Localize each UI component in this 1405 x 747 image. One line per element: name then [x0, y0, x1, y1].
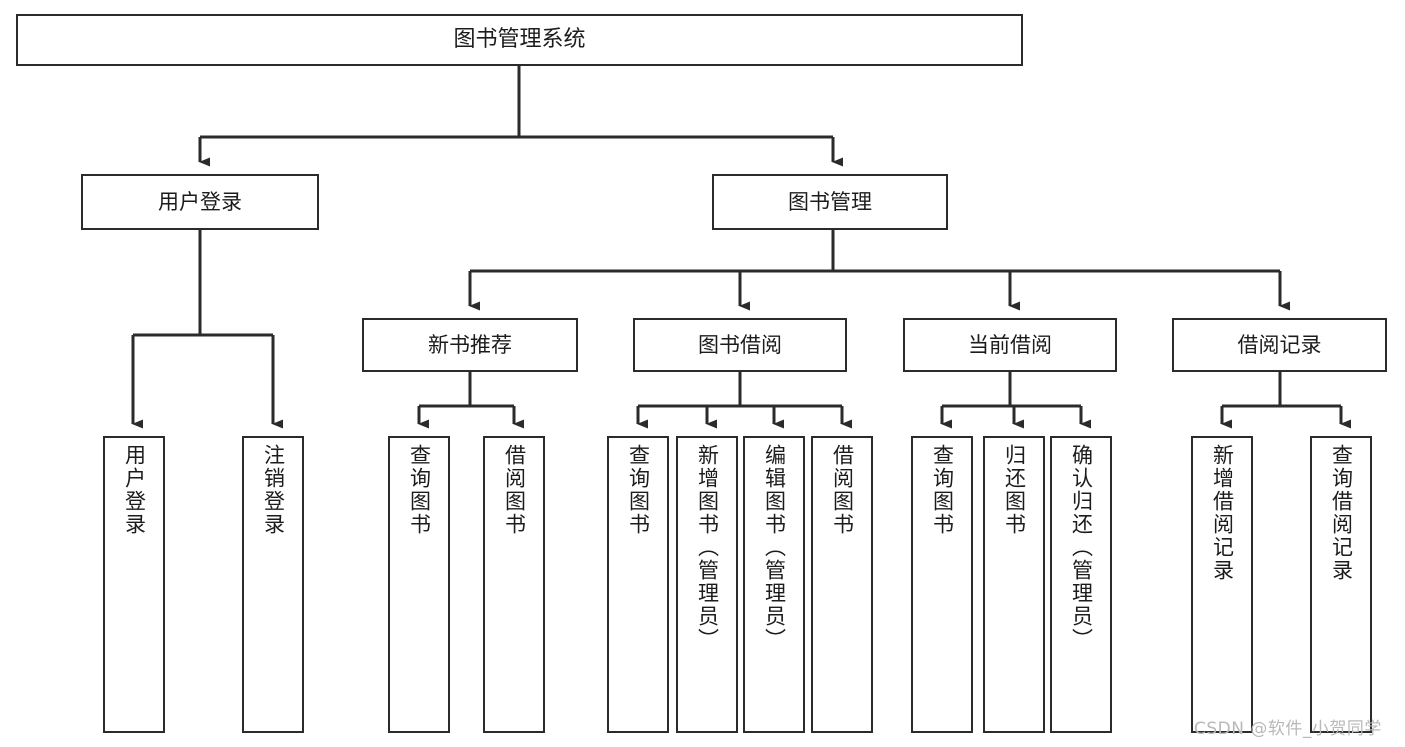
node-book-manage[interactable]: 图书管理 [712, 174, 948, 230]
node-leaf-query-book-1[interactable]: 查询图书 [388, 436, 450, 733]
csdn-watermark: CSDN @软件_小贺同学 [1194, 719, 1382, 739]
node-label: 图书管理 [788, 189, 872, 214]
node-leaf-logout[interactable]: 注销登录 [242, 436, 304, 733]
node-borrow-record[interactable]: 借阅记录 [1172, 318, 1387, 372]
node-label: 借阅图书 [502, 444, 527, 536]
node-label: 当前借阅 [968, 332, 1052, 357]
node-label: 归还图书 [1002, 444, 1027, 536]
node-label: 借阅图书 [830, 444, 855, 536]
node-label: 查询图书 [407, 444, 432, 536]
node-user-login[interactable]: 用户登录 [81, 174, 319, 230]
node-leaf-add-book-admin[interactable]: 新增图书（管理员） [676, 436, 738, 733]
node-new-book-recommend[interactable]: 新书推荐 [362, 318, 578, 372]
node-label: 查询图书 [930, 444, 955, 536]
node-label: 确认归还（管理员） [1069, 444, 1094, 651]
node-label: 图书管理系统 [453, 27, 586, 53]
node-leaf-query-book-2[interactable]: 查询图书 [607, 436, 669, 733]
node-leaf-return-book[interactable]: 归还图书 [983, 436, 1045, 733]
node-label: 用户登录 [158, 189, 242, 214]
node-root-system[interactable]: 图书管理系统 [16, 14, 1023, 66]
node-label: 新增图书（管理员） [695, 444, 720, 651]
node-label: 借阅记录 [1237, 332, 1322, 357]
node-leaf-borrow-book-2[interactable]: 借阅图书 [811, 436, 873, 733]
node-label: 编辑图书（管理员） [762, 444, 787, 651]
node-label: 查询图书 [626, 444, 651, 536]
node-label: 新增借阅记录 [1210, 444, 1235, 582]
node-current-borrow[interactable]: 当前借阅 [903, 318, 1117, 372]
node-leaf-edit-book-admin[interactable]: 编辑图书（管理员） [743, 436, 805, 733]
node-leaf-query-book-3[interactable]: 查询图书 [911, 436, 973, 733]
node-label: 图书借阅 [698, 332, 782, 357]
node-label: 新书推荐 [428, 332, 512, 357]
node-label: 注销登录 [261, 444, 286, 536]
node-leaf-query-record[interactable]: 查询借阅记录 [1310, 436, 1372, 733]
node-label: 用户登录 [122, 444, 147, 536]
node-label: 查询借阅记录 [1329, 444, 1354, 582]
node-leaf-add-record[interactable]: 新增借阅记录 [1191, 436, 1253, 733]
node-leaf-borrow-book-1[interactable]: 借阅图书 [483, 436, 545, 733]
node-leaf-user-login[interactable]: 用户登录 [103, 436, 165, 733]
node-leaf-confirm-return-admin[interactable]: 确认归还（管理员） [1050, 436, 1112, 733]
node-book-borrow[interactable]: 图书借阅 [633, 318, 847, 372]
